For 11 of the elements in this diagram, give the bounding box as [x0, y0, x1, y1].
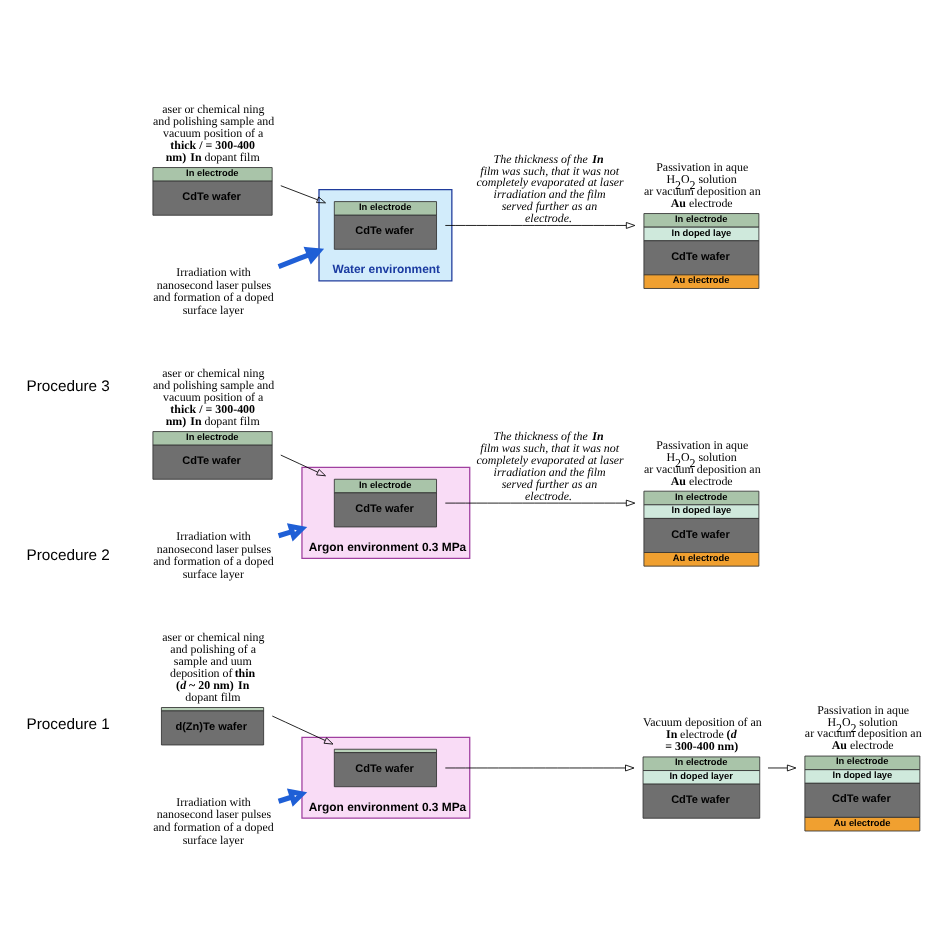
arrow	[444, 498, 636, 506]
label: Procedure 1	[26, 714, 110, 733]
arrow	[767, 763, 797, 771]
arrow	[277, 245, 325, 268]
arrow	[271, 714, 334, 744]
arrow	[444, 221, 636, 228]
label: Procedure 3	[26, 376, 110, 395]
label: Procedure 2	[26, 544, 110, 563]
arrow	[280, 184, 326, 203]
arrow	[280, 453, 326, 476]
arrow	[444, 763, 635, 771]
